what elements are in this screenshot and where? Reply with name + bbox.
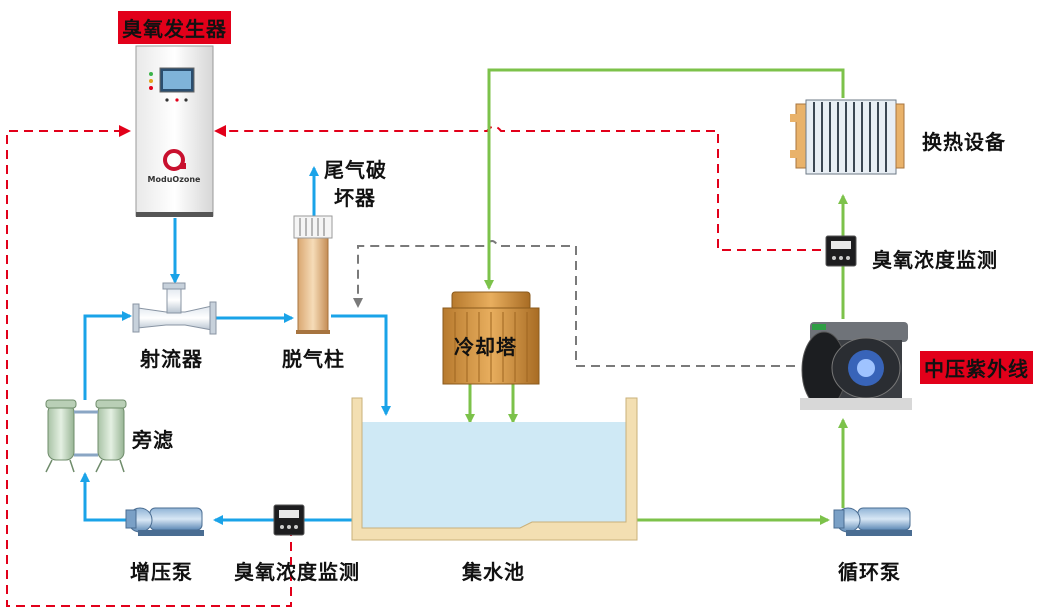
water-tank-label: 集水池 [462, 560, 525, 584]
blue-lines [80, 166, 391, 525]
ozone-return-left-line [6, 125, 292, 607]
booster-pump-label: 增压泵 [130, 560, 193, 584]
generator-brand-text: ModuOzone [148, 175, 202, 184]
side-filter-icon [45, 399, 127, 473]
ozone-monitor-bottom-label: 臭氧浓度监测 [234, 560, 360, 584]
degassing-column-label: 脱气柱 [282, 347, 345, 371]
heat-exchanger-label: 换热设备 [922, 130, 1006, 154]
blue-booster-to-filter [80, 472, 128, 522]
circulation-pump-icon [833, 507, 912, 536]
ozone-generator-cabinet: ModuOzone [135, 45, 214, 217]
ozone-generator-label: 臭氧发生器 [118, 11, 231, 44]
blue-filter-to-ejector [83, 311, 132, 400]
cooling-tower-label: 冷却塔 [454, 335, 517, 359]
ejector-icon [132, 282, 217, 335]
ozone-monitor-icon-right [825, 235, 857, 267]
booster-pump-icon [125, 507, 204, 536]
degassing-column-icon [293, 215, 333, 334]
ozone-monitor-right-label: 臭氧浓度监测 [872, 248, 998, 272]
cooling-tower-icon [442, 291, 540, 385]
tail-gas-destroyer-label-2: 坏器 [334, 186, 376, 210]
uv-reactor-icon [800, 322, 912, 410]
blue-column-to-tank [331, 314, 391, 416]
tail-gas-destroyer-label-1: 尾气破 [324, 158, 387, 182]
circulation-pump-label: 循环泵 [838, 560, 901, 584]
water-tank [351, 397, 638, 541]
heat-exchanger-icon [790, 99, 905, 175]
green-exchanger-to-tower [484, 68, 845, 290]
side-filter-label: 旁滤 [132, 428, 174, 452]
grey-dash-line [353, 240, 795, 367]
green-lines [465, 68, 848, 525]
ejector-label: 射流器 [140, 347, 203, 371]
ozone-monitor-icon-bottom [273, 504, 305, 536]
medium-pressure-uv-label: 中压紫外线 [920, 351, 1033, 384]
